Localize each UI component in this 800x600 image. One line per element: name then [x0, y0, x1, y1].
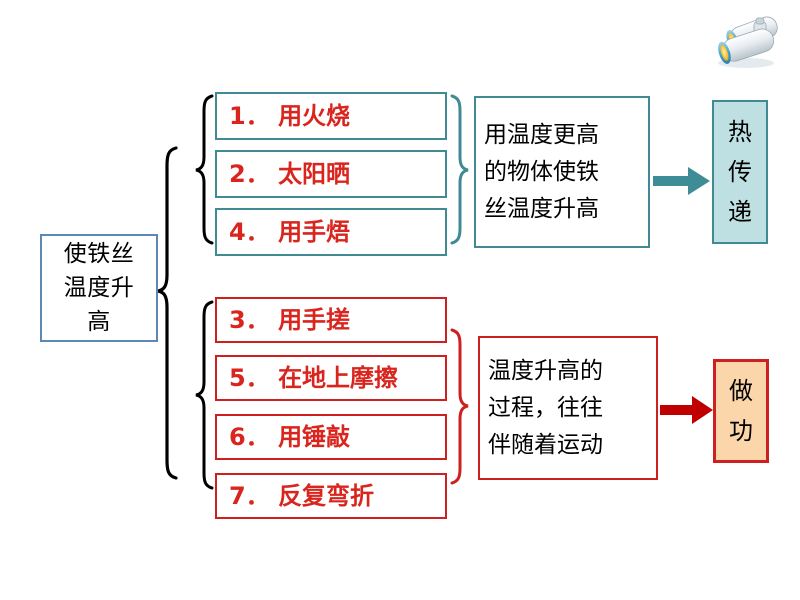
group-brace-bottom [195, 300, 214, 490]
list-item-number: 3． [229, 306, 270, 334]
root-brace [157, 146, 178, 480]
list-item-text: 1． 用火烧 [229, 103, 445, 129]
conclusion-text: 温度升高的 过程，往往 伴随着运动 [488, 357, 603, 458]
conclusion-heat-transfer[interactable]: 用温度更高 的物体使铁 丝温度升高 [474, 96, 650, 248]
list-item-heat-3[interactable]: 4． 用手焐 [215, 208, 447, 256]
result-do-work[interactable]: 做 功 [713, 359, 769, 463]
group-brace-top [195, 94, 214, 245]
list-item-label: 在地上摩擦 [278, 364, 399, 392]
result-label: 热 传 递 [728, 118, 752, 226]
list-item-heat-2[interactable]: 2． 太阳晒 [215, 150, 447, 198]
list-item-text: 7． 反复弯折 [229, 483, 445, 509]
heat-transfer-arrow [653, 167, 710, 195]
root-node-label: 使铁丝 温度升 高 [63, 241, 135, 335]
list-item-label: 用火烧 [278, 102, 351, 130]
list-item-label: 用手搓 [278, 306, 351, 334]
list-item-number: 5． [229, 364, 270, 392]
list-item-work-4[interactable]: 7． 反复弯折 [215, 473, 447, 519]
list-item-heat-1[interactable]: 1． 用火烧 [215, 92, 447, 140]
list-item-number: 4． [229, 218, 270, 246]
list-item-work-1[interactable]: 3． 用手搓 [215, 297, 447, 343]
list-item-work-2[interactable]: 5． 在地上摩擦 [215, 355, 447, 401]
list-item-text: 6． 用锤敲 [229, 424, 445, 450]
list-item-work-3[interactable]: 6． 用锤敲 [215, 414, 447, 460]
list-item-text: 5． 在地上摩擦 [229, 365, 445, 391]
list-item-number: 7． [229, 482, 270, 510]
list-item-label: 反复弯折 [278, 482, 375, 510]
list-item-text: 2． 太阳晒 [229, 161, 445, 187]
list-item-label: 用锤敲 [278, 423, 351, 451]
list-item-number: 6． [229, 423, 270, 451]
list-item-text: 4． 用手焐 [229, 219, 445, 245]
list-item-text: 3． 用手搓 [229, 307, 445, 333]
conclusion-do-work[interactable]: 温度升高的 过程，往往 伴随着运动 [478, 336, 658, 480]
list-item-label: 用手焐 [278, 218, 351, 246]
conclusion-text: 用温度更高 的物体使铁 丝温度升高 [484, 121, 599, 222]
do-work-arrow [660, 396, 713, 424]
list-item-label: 太阳晒 [278, 160, 351, 188]
list-item-number: 1． [229, 102, 270, 130]
result-label: 做 功 [729, 377, 753, 445]
result-heat-transfer[interactable]: 热 传 递 [712, 100, 768, 244]
conclusion-brace-top [450, 94, 469, 245]
list-item-number: 2． [229, 160, 270, 188]
conclusion-brace-bottom [450, 328, 469, 485]
binoculars-icon [718, 16, 778, 68]
root-node[interactable]: 使铁丝 温度升 高 [40, 234, 158, 342]
